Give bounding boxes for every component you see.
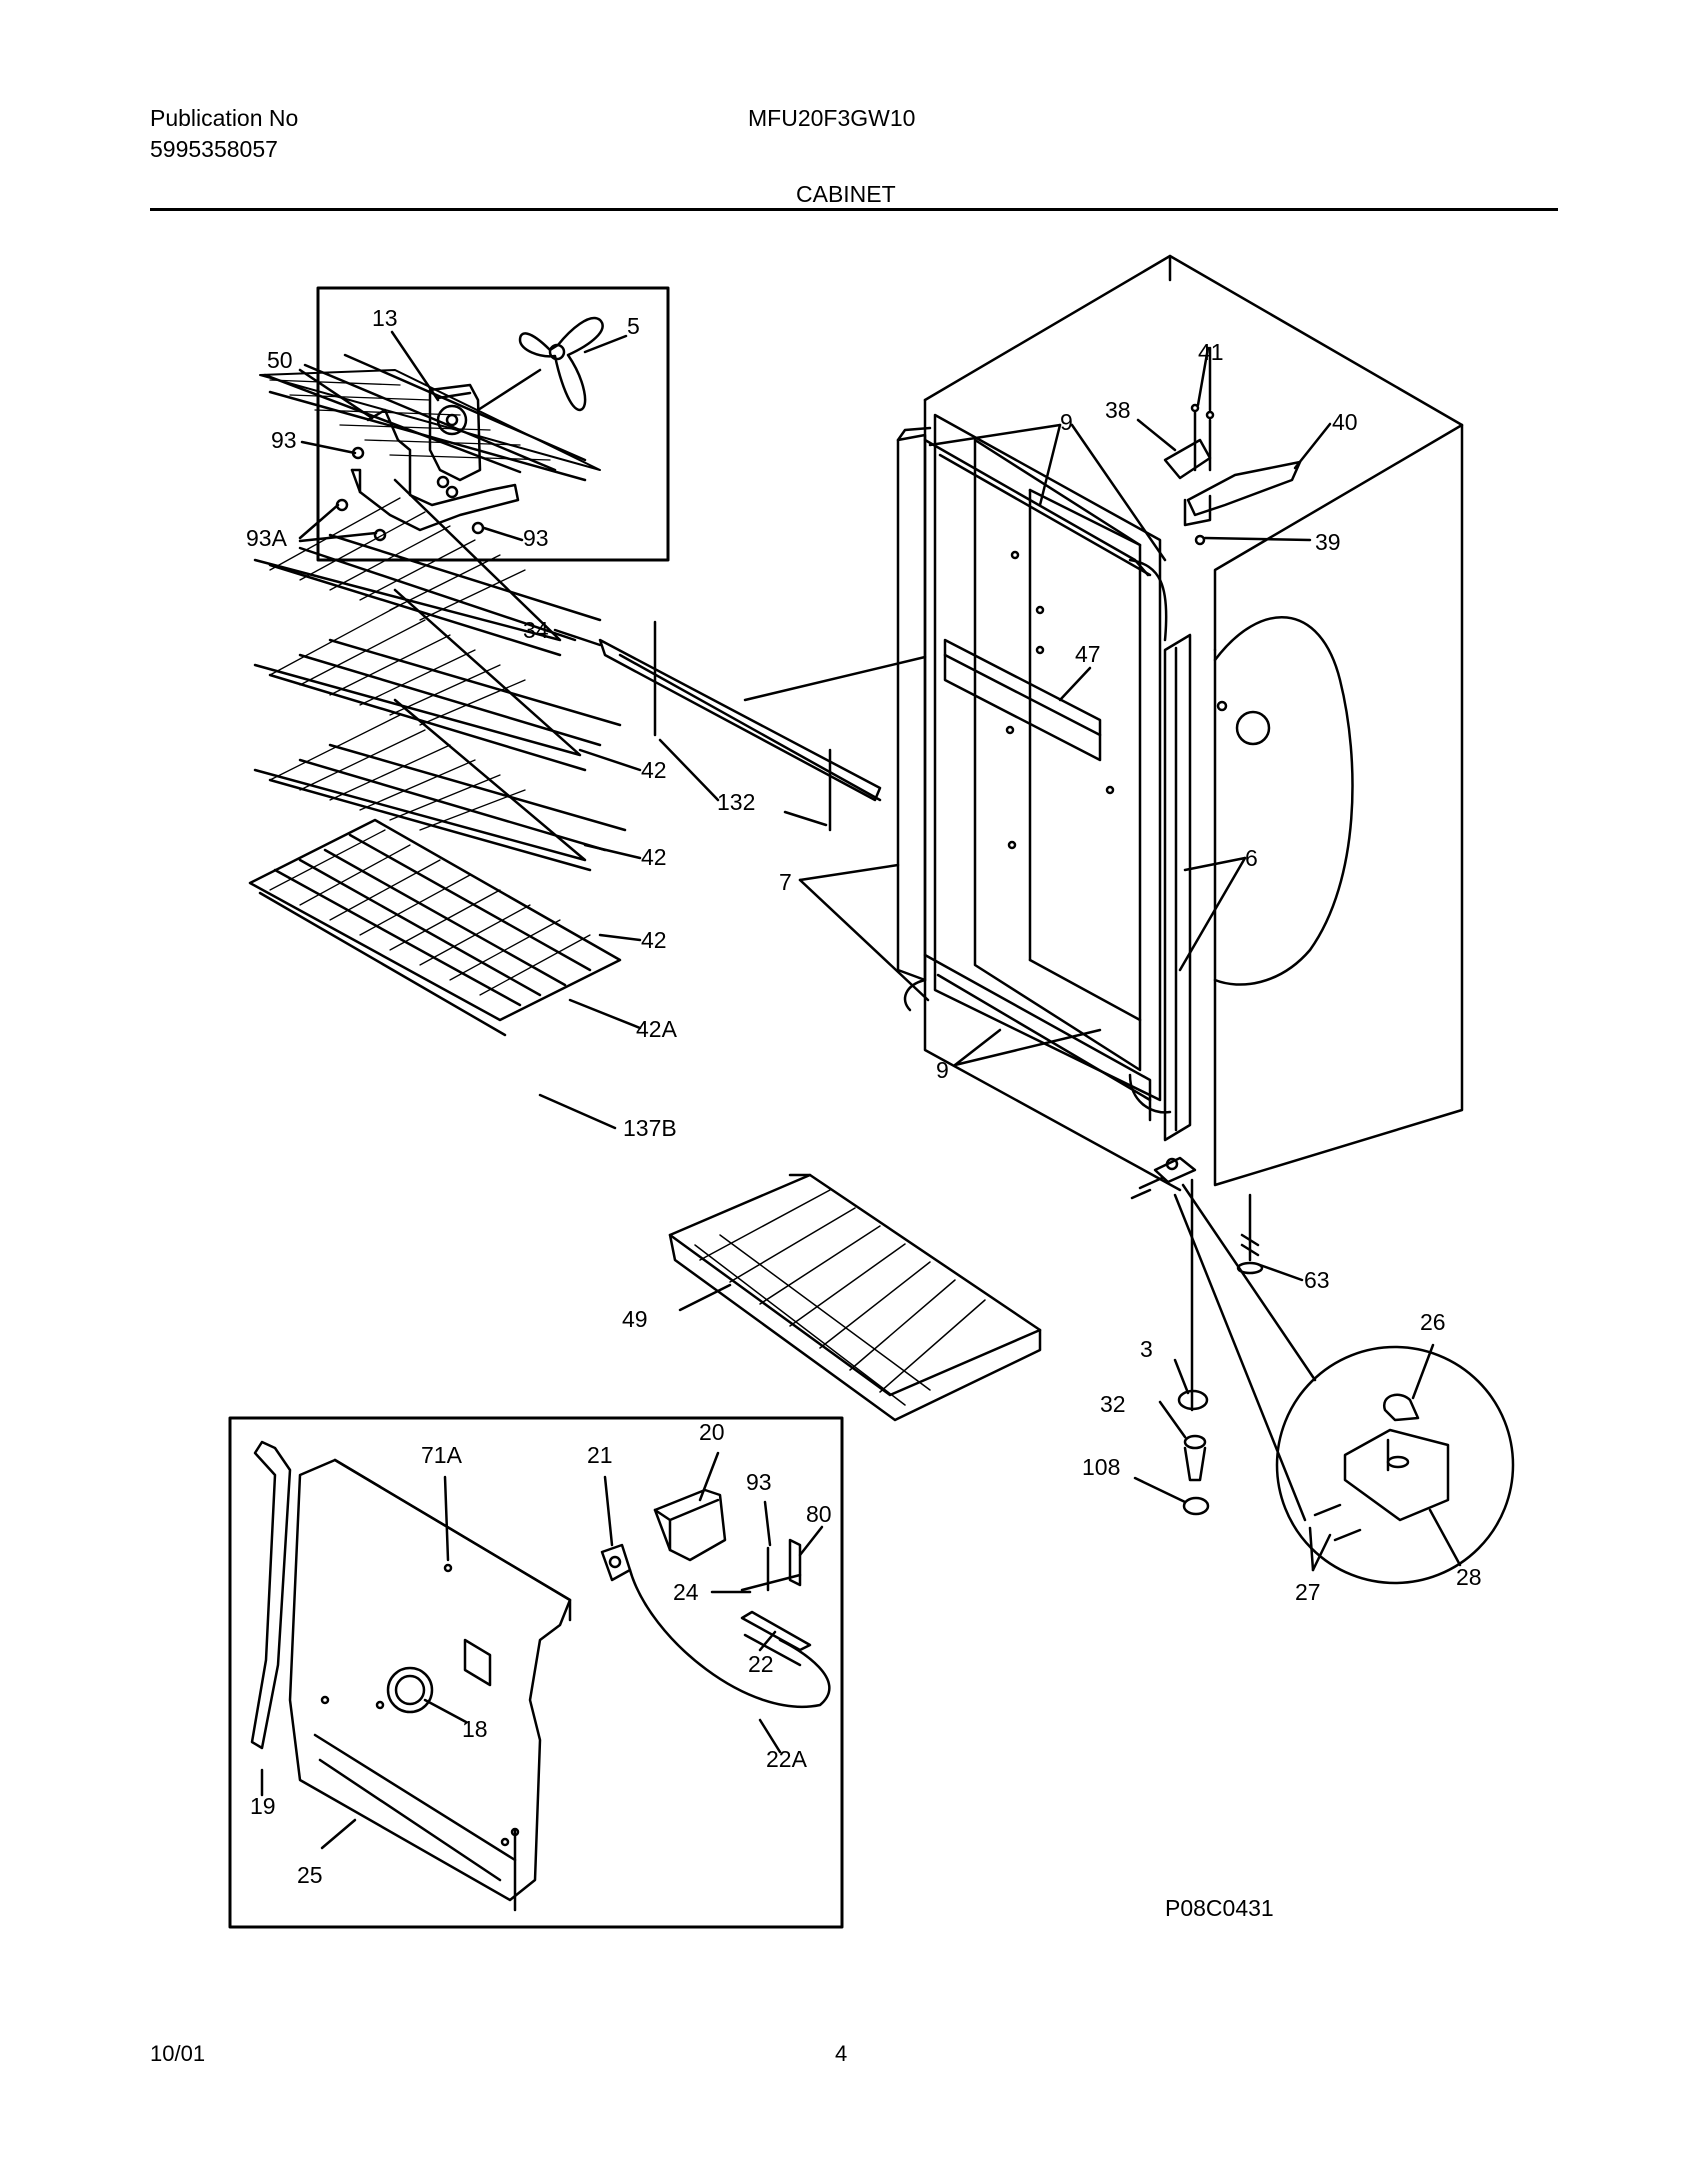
control-inset	[228, 1416, 844, 1929]
callout-40: 40	[1332, 409, 1358, 435]
callout-6: 6	[1245, 845, 1258, 871]
callout-93: 93	[746, 1469, 772, 1495]
callout-22: 22	[748, 1651, 774, 1677]
callout-93: 93	[523, 525, 549, 551]
shelf-rail	[553, 620, 927, 832]
callout-42: 42	[641, 844, 667, 870]
cabinet-body	[798, 254, 1515, 1585]
callout-50: 50	[267, 347, 293, 373]
model-number: MFU20F3GW10	[748, 105, 916, 131]
callout-42: 42	[641, 757, 667, 783]
callout-9: 9	[936, 1057, 949, 1083]
shelf-4	[253, 698, 627, 872]
shelf-1	[259, 353, 601, 482]
callout-20: 20	[699, 1419, 725, 1445]
callout-41: 41	[1198, 339, 1224, 365]
callout-93A: 93A	[246, 525, 288, 551]
callout-9: 9	[1060, 409, 1073, 435]
wire-shelves	[248, 353, 642, 1130]
basket	[668, 1173, 1042, 1422]
callout-63: 63	[1304, 1267, 1330, 1293]
shelf-2	[253, 478, 602, 657]
callout-7: 7	[779, 869, 792, 895]
page-number: 4	[835, 2041, 848, 2066]
callout-108: 108	[1082, 1454, 1120, 1480]
callout-22A: 22A	[766, 1746, 808, 1772]
callout-21: 21	[587, 1442, 613, 1468]
header-rule	[150, 208, 1558, 211]
callout-42: 42	[641, 927, 667, 953]
fan-blade	[518, 316, 604, 412]
callout-42A: 42A	[636, 1016, 678, 1042]
callout-38: 38	[1105, 397, 1131, 423]
callout-24: 24	[673, 1579, 699, 1605]
callout-18: 18	[462, 1716, 488, 1742]
callout-93: 93	[271, 427, 297, 453]
callout-39: 39	[1315, 529, 1341, 555]
callout-26: 26	[1420, 1309, 1446, 1335]
fan-motor-inset	[298, 286, 670, 562]
callout-19: 19	[250, 1793, 276, 1819]
callout-71A: 71A	[421, 1442, 463, 1468]
callout-13: 13	[372, 305, 398, 331]
callout-132: 132	[717, 789, 755, 815]
section-title: CABINET	[796, 181, 896, 207]
publication-label: Publication No	[150, 105, 299, 131]
drawing-code: P08C0431	[1165, 1895, 1274, 1921]
footer-date: 10/01	[150, 2041, 206, 2066]
callout-28: 28	[1456, 1564, 1482, 1590]
shelf-5	[248, 818, 622, 1037]
callout-34: 34	[523, 617, 549, 643]
callout-49: 49	[622, 1306, 648, 1332]
callout-5: 5	[627, 313, 640, 339]
shelf-3	[253, 588, 622, 772]
publication-number: 5995358057	[150, 136, 278, 162]
callout-80: 80	[806, 1501, 832, 1527]
callout-47: 47	[1075, 641, 1101, 667]
callout-27: 27	[1295, 1579, 1321, 1605]
callout-labels: 13 5 50 93 93A 93 41 9 38 40 39 34 47 42…	[246, 305, 1482, 1888]
callout-3: 3	[1140, 1336, 1153, 1362]
callout-32: 32	[1100, 1391, 1126, 1417]
callout-137B: 137B	[623, 1115, 677, 1141]
callout-25: 25	[297, 1862, 323, 1888]
